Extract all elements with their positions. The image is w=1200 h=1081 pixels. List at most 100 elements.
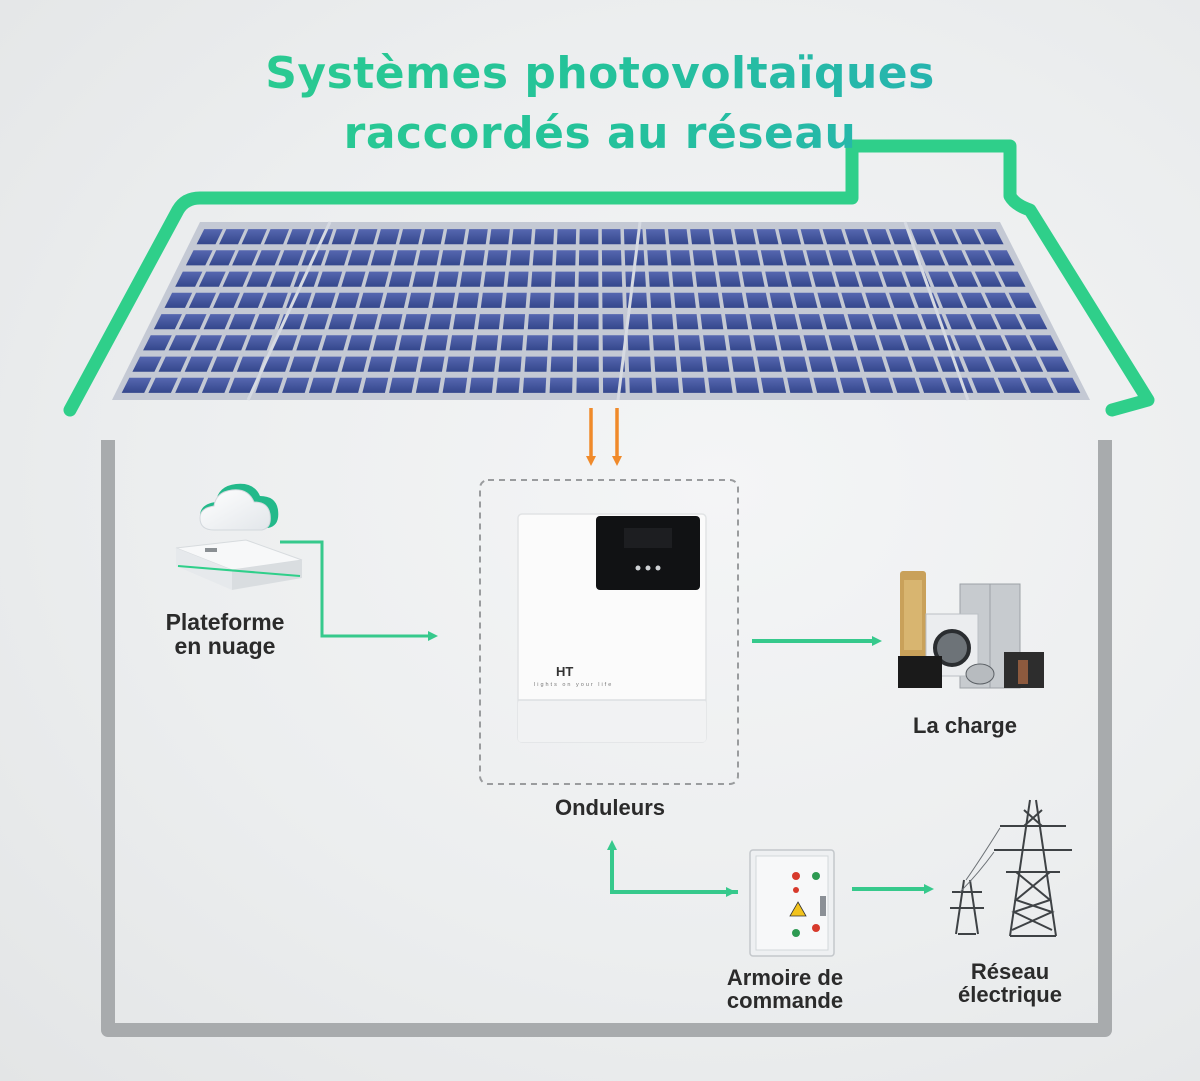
solar-cell <box>132 356 162 372</box>
solar-cell <box>228 377 257 393</box>
solar-cell <box>602 356 625 372</box>
server-icon <box>175 539 303 590</box>
solar-cell <box>918 377 947 393</box>
solar-cell <box>203 314 231 330</box>
solar-cell <box>865 292 891 308</box>
power-tower-icon <box>950 799 1072 937</box>
appliances-icon <box>898 571 1044 689</box>
cloud-platform-label-line2: en nuage <box>174 633 276 660</box>
solar-cell <box>444 229 466 245</box>
solar-cell <box>903 335 931 351</box>
solar-cell <box>625 271 646 287</box>
solar-cell <box>222 271 249 287</box>
solar-cell <box>844 229 869 245</box>
solar-cell <box>651 314 674 330</box>
solar-cell <box>962 356 991 372</box>
solar-cell <box>672 271 694 287</box>
solar-cell <box>486 250 508 266</box>
solar-cell <box>928 271 955 287</box>
solar-cell <box>389 377 415 393</box>
solar-cell <box>394 250 417 266</box>
solar-cell <box>866 229 891 245</box>
solar-cell <box>813 377 840 393</box>
inverter-icon: HT lights on your life <box>517 513 707 743</box>
solar-cell <box>835 271 860 287</box>
solar-cell <box>1004 335 1033 351</box>
solar-cell <box>712 229 734 245</box>
solar-cell <box>817 292 842 308</box>
solar-cell <box>851 250 876 266</box>
solar-cell <box>341 271 366 287</box>
solar-cell <box>679 356 704 372</box>
solar-cell <box>282 377 310 393</box>
solar-cell <box>341 356 368 372</box>
solar-cell <box>601 229 621 245</box>
solar-cell <box>834 356 861 372</box>
solar-cell <box>466 229 488 245</box>
solar-cell <box>502 314 526 330</box>
solar-cell <box>309 229 334 245</box>
solar-cell <box>960 292 988 308</box>
solar-cell <box>453 314 477 330</box>
solar-cell <box>263 356 291 372</box>
solar-cell <box>367 356 393 372</box>
solar-cell <box>731 356 756 372</box>
solar-cell <box>415 377 441 393</box>
solar-cell <box>647 250 668 266</box>
solar-cell <box>945 377 974 393</box>
solar-cell <box>315 356 342 372</box>
solar-cell <box>421 229 444 245</box>
solar-cell <box>822 229 846 245</box>
solar-cell <box>951 271 979 287</box>
solar-cell <box>578 271 599 287</box>
solar-cell <box>674 292 696 308</box>
solar-cell <box>798 314 823 330</box>
solar-cell <box>201 377 231 393</box>
solar-cell <box>690 229 711 245</box>
solar-cell <box>552 314 575 330</box>
solar-cell <box>1050 377 1081 393</box>
solar-cell <box>896 314 923 330</box>
solar-cell <box>398 335 423 351</box>
solar-cell <box>498 356 522 372</box>
solar-cell <box>270 271 296 287</box>
solar-panel-array <box>112 221 1090 401</box>
solar-cell <box>286 229 312 245</box>
solar-cell <box>526 335 549 351</box>
solar-cell <box>652 335 676 351</box>
solar-cell <box>650 292 672 308</box>
solar-cell <box>347 335 373 351</box>
solar-cell <box>984 292 1013 308</box>
solar-cell <box>828 250 853 266</box>
solar-cell <box>734 377 760 393</box>
solar-cell <box>866 377 894 393</box>
solar-cell <box>532 250 553 266</box>
solar-cell <box>334 292 360 308</box>
solar-cell <box>734 229 756 245</box>
solar-cell <box>627 335 650 351</box>
solar-cell <box>372 335 398 351</box>
solar-cell <box>553 292 575 308</box>
cabinet-to-inverter-arrow <box>607 840 738 894</box>
solar-cell <box>289 356 316 372</box>
solar-cell <box>246 271 273 287</box>
solar-cell <box>878 335 906 351</box>
solar-cell <box>793 292 818 308</box>
solar-cell <box>436 271 459 287</box>
solar-cell <box>551 335 574 351</box>
solar-cell <box>378 314 403 330</box>
solar-cell <box>970 314 998 330</box>
solar-cell <box>1019 314 1048 330</box>
solar-cell <box>988 356 1018 372</box>
grid-label-line1: Réseau <box>970 959 1050 984</box>
solar-cell <box>655 377 680 393</box>
solar-cell <box>496 377 520 393</box>
solar-cell <box>278 250 304 266</box>
control-cabinet-label-line1: Armoire de <box>726 965 844 990</box>
svg-text:HT: HT <box>556 664 573 679</box>
solar-cell <box>388 271 413 287</box>
solar-cell <box>324 250 349 266</box>
solar-cell <box>858 271 884 287</box>
cloud-platform-label: Plateforme en nuage <box>130 610 320 658</box>
solar-cell <box>261 292 288 308</box>
